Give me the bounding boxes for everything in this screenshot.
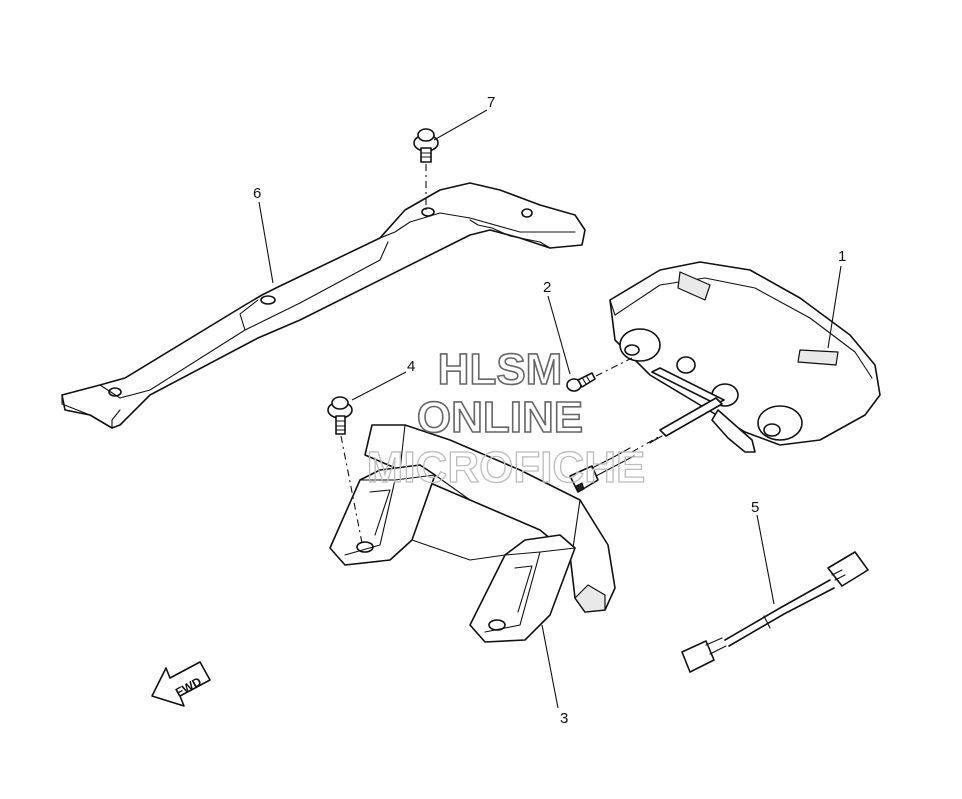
part-7-bolt [413,128,439,210]
callout-5: 5 [751,499,759,516]
part-1-tail-light [609,261,881,453]
callout-numbers: 1 2 3 4 5 6 7 [253,94,846,727]
watermark-line-3: MICROFICHE [367,443,646,492]
part-5-wire-harness [681,551,869,673]
part-2-screw [566,357,633,392]
callout-4: 4 [407,358,415,375]
watermark: HLSM ONLINE MICROFICHE [366,344,646,492]
leader-lines [258,109,842,709]
fwd-direction-arrow: FWD [151,661,211,707]
callout-7: 7 [487,94,495,111]
light-connector [569,435,661,493]
callout-1: 1 [838,248,846,265]
callout-2: 2 [543,279,551,296]
part-3-base-bracket [329,424,616,643]
part-6-bracket [61,182,586,429]
part-4-flange-bolt [327,396,363,544]
callout-6: 6 [253,185,261,202]
callout-3: 3 [560,710,568,727]
watermark-line-2: ONLINE [417,393,583,442]
watermark-line-1: HLSM [438,345,563,394]
